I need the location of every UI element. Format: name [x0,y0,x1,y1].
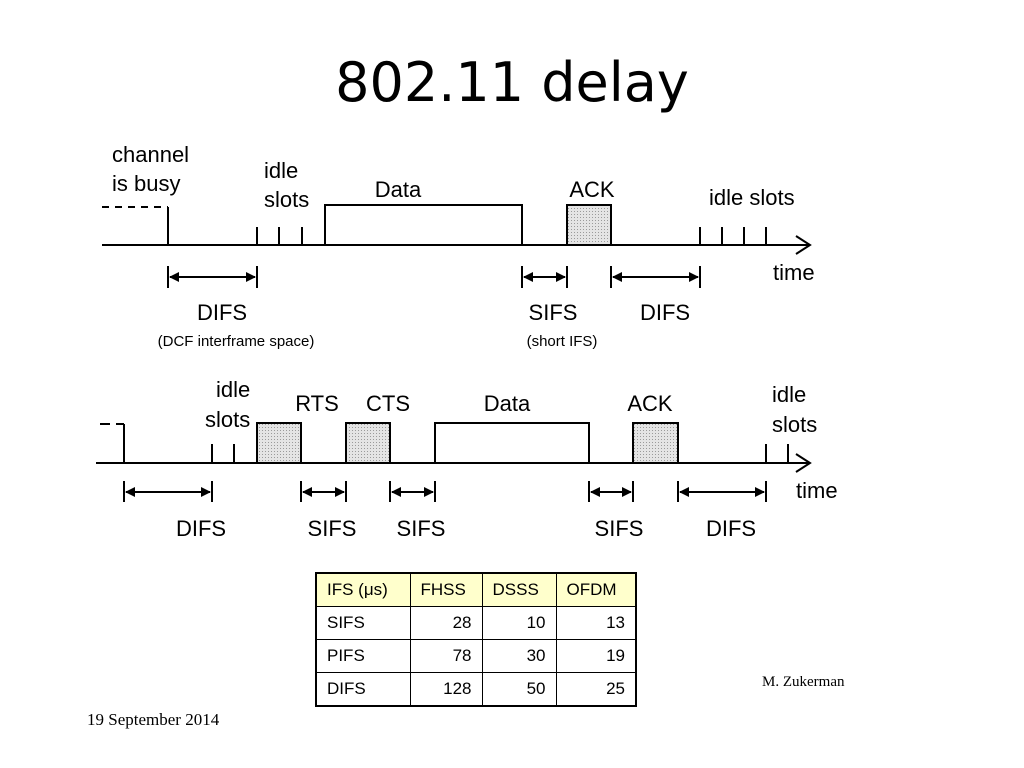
table-cell: DIFS [315,672,411,707]
table-cell: 128 [409,672,483,707]
time-label-2: time [796,478,838,503]
sifs-label-2a: SIFS [308,516,357,541]
difs-interval-2 [123,481,213,502]
table-header-cell: OFDM [555,572,637,607]
slide-date: 19 September 2014 [87,710,220,729]
table-cell: 28 [409,606,483,640]
basic-access-labels: channel is busy idle slots Data ACK idle… [112,142,815,350]
table-cell: 50 [481,672,557,707]
data-label-2: Data [484,391,531,416]
rts-label: RTS [295,391,339,416]
idle-slots-label-2-right-b: slots [772,412,817,437]
ack-frame-1 [566,204,612,246]
sifs-interval-1 [521,266,568,288]
sifs-interval-2c [588,481,634,502]
rts-frame [256,422,302,464]
table-cell: PIFS [315,639,411,673]
table-row: PIFS 78 30 19 [315,639,637,673]
sifs-note: (short IFS) [527,333,598,350]
table-header-row: IFS (μs) FHSS DSSS OFDM [315,572,637,607]
cts-frame [345,422,391,464]
difs-interval-1 [167,266,258,288]
difs-label-1: DIFS [197,300,247,325]
time-axis-2-arrowhead [795,453,812,473]
table-cell: 10 [481,606,557,640]
channel-busy-label-1: channel [112,142,189,167]
idle-slots-label-2a: idle [216,377,250,402]
ack-frame-2 [632,422,679,464]
ifs-table: IFS (μs) FHSS DSSS OFDM SIFS 28 10 13 PI… [315,572,637,707]
table-cell: 19 [555,639,637,673]
difs-interval-2-right [677,481,767,502]
idle-slot-ticks-1 [256,227,326,245]
difs-note: (DCF interframe space) [158,333,315,350]
idle-slots-label-2b: slots [205,407,250,432]
sifs-interval-2b [389,481,436,502]
sifs-label-2b: SIFS [397,516,446,541]
idle-slot-ticks-2 [211,444,235,463]
data-frame-1 [324,204,523,246]
table-header-cell: DSSS [481,572,557,607]
difs-interval-1-right [610,266,701,288]
channel-busy-label-2: is busy [112,171,180,196]
idle-slot-ticks-2-right [765,444,789,463]
time-axis-1-arrowhead [795,235,812,255]
rts-cts-diagram [96,422,812,502]
slide-title: 802.11 delay [335,51,689,114]
cts-label: CTS [366,391,410,416]
table-cell: SIFS [315,606,411,640]
ack-label-2: ACK [627,391,673,416]
rts-cts-labels: idle slots RTS CTS Data ACK idle slots t… [176,377,838,541]
basic-access-diagram [102,204,812,288]
sifs-label-1: SIFS [529,300,578,325]
difs-label-2-right: DIFS [706,516,756,541]
idle-slot-ticks-1-right [699,227,767,245]
table-row: DIFS 128 50 25 [315,672,637,707]
table-header-cell: IFS (μs) [315,572,411,607]
data-frame-2 [434,422,590,464]
sifs-interval-2a [300,481,347,502]
ack-label-1: ACK [569,177,615,202]
idle-slots-label-1-right: idle slots [709,185,795,210]
table-cell: 25 [555,672,637,707]
table-cell: 13 [555,606,637,640]
table-header-cell: FHSS [409,572,483,607]
time-label-1: time [773,260,815,285]
sifs-label-2c: SIFS [595,516,644,541]
table-cell: 78 [409,639,483,673]
difs-label-2: DIFS [176,516,226,541]
difs-label-1-right: DIFS [640,300,690,325]
table-cell: 30 [481,639,557,673]
data-label-1: Data [375,177,422,202]
table-row: SIFS 28 10 13 [315,606,637,640]
idle-slots-label-1a: idle [264,158,298,183]
idle-slots-label-2-right-a: idle [772,382,806,407]
author-credit: M. Zukerman [762,674,845,690]
idle-slots-label-1b: slots [264,187,309,212]
